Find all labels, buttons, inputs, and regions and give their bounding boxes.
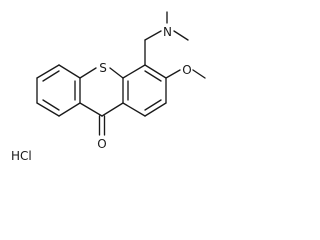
nitrogen-atom-label: N xyxy=(163,25,172,39)
dimethylaminomethyl-group xyxy=(144,11,189,66)
carbonyl-oxygen-label: O xyxy=(97,137,106,151)
left-benzene-ring xyxy=(36,64,81,117)
hcl-salt-label: HCl xyxy=(11,149,32,163)
chemical-structure-diagram: S N O O HCl xyxy=(11,11,206,163)
sulfur-atom-label: S xyxy=(99,61,107,75)
right-benzene-ring xyxy=(122,64,167,117)
methoxy-group xyxy=(165,69,206,79)
central-thiopyranone-ring xyxy=(79,67,124,136)
methoxy-oxygen-label: O xyxy=(182,63,191,77)
